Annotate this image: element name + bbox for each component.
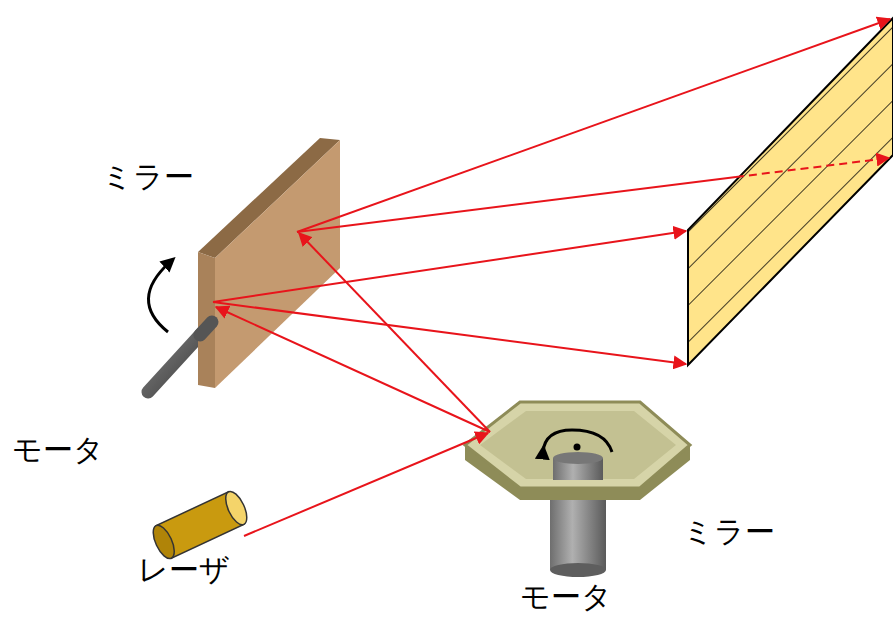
rotation-arrow <box>148 262 170 332</box>
polygon-mirror <box>465 402 690 500</box>
part-label: モータ <box>12 433 104 466</box>
laser-source <box>149 488 251 561</box>
part-label: ミラー <box>683 515 775 548</box>
flat-mirror <box>198 138 340 388</box>
part-label: ミラー <box>102 160 194 193</box>
scan-plane <box>688 18 893 365</box>
part-label: レーザ <box>138 553 230 586</box>
part-label: モータ <box>520 580 612 613</box>
laser-beam <box>213 19 890 536</box>
